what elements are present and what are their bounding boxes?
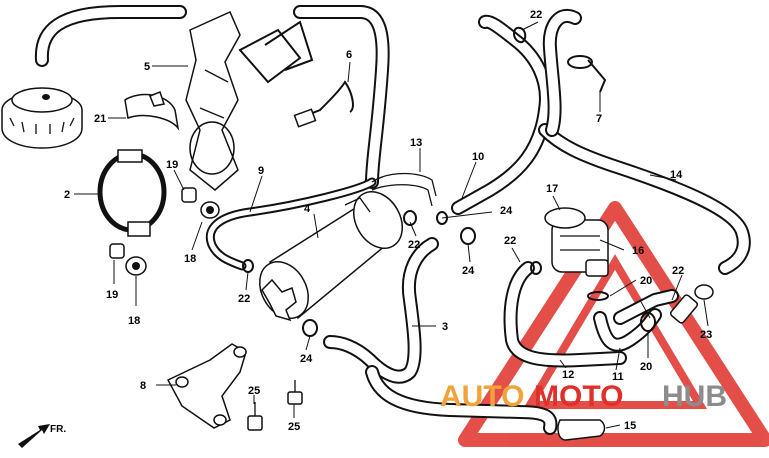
watermark-text: AUTO MOTO HUB	[440, 380, 727, 413]
fuel-filler-cap	[1, 87, 83, 149]
label-part-17: 17	[546, 183, 558, 195]
label-part-20-b: 20	[640, 361, 652, 373]
label-part-8: 8	[140, 380, 146, 392]
part-labels: 5 21 2 19 18 19 18 9 4 6 13 10 24 22 24 …	[64, 9, 712, 433]
hose-11	[593, 289, 679, 352]
hose-14	[538, 9, 751, 275]
clip-15	[557, 419, 606, 441]
label-part-14: 14	[670, 169, 683, 181]
label-part-22-d: 22	[672, 265, 684, 277]
label-part-24-b: 24	[462, 265, 475, 277]
bracket-5	[185, 11, 241, 191]
label-part-22-c: 22	[238, 293, 250, 305]
canister	[259, 191, 403, 322]
hose-upper-left	[34, 5, 187, 67]
label-part-25-a: 25	[248, 385, 260, 397]
label-part-12: 12	[562, 369, 574, 381]
hose-lower-long	[365, 365, 558, 435]
label-part-22-e: 22	[530, 9, 542, 21]
clip-20	[587, 291, 656, 332]
label-part-2: 2	[64, 189, 70, 201]
label-part-22-a: 22	[408, 239, 420, 251]
label-part-6: 6	[346, 49, 352, 61]
wire-loop-5	[238, 20, 314, 84]
label-part-18-top: 18	[184, 253, 196, 265]
label-part-11: 11	[612, 371, 624, 383]
label-part-24-c: 24	[300, 353, 313, 365]
label-part-19-bottom: 19	[106, 289, 118, 301]
hose-3	[323, 237, 439, 384]
label-part-7: 7	[596, 113, 602, 125]
label-part-25-b: 25	[288, 421, 300, 433]
label-part-20-a: 20	[640, 275, 652, 287]
grommet-18-bottom	[125, 256, 147, 276]
front-label: FR.	[50, 424, 66, 435]
clip-7	[567, 55, 607, 93]
hose-10	[451, 14, 553, 215]
grommet-19-bottom	[109, 243, 125, 259]
label-part-15: 15	[624, 420, 636, 432]
watermark-auto: AUTO	[440, 380, 524, 413]
front-direction-indicator: FR.	[18, 424, 66, 448]
label-part-24-a: 24	[500, 205, 513, 217]
hose-upper-center	[293, 5, 390, 189]
fitting-23	[669, 284, 714, 324]
hose-13	[371, 172, 437, 207]
watermark-moto: MOTO	[534, 380, 623, 413]
bolt-25-left	[247, 402, 263, 431]
label-part-16: 16	[632, 245, 644, 257]
grommet-18-top	[200, 201, 220, 219]
label-part-22-b: 22	[504, 235, 516, 247]
watermark-hub: HUB	[662, 380, 727, 413]
mounting-bracket	[166, 343, 247, 429]
label-part-21: 21	[94, 113, 106, 125]
front-arrow-icon	[18, 424, 50, 448]
label-part-4: 4	[304, 203, 311, 215]
grommet-19-top	[181, 187, 197, 203]
fitting-22-top	[513, 26, 527, 44]
label-part-23: 23	[700, 329, 712, 341]
label-part-3: 3	[442, 321, 448, 333]
bolt-25-right	[287, 380, 303, 405]
wire-clip-6	[293, 80, 354, 128]
label-part-19-top: 19	[166, 159, 178, 171]
control-valve	[544, 207, 609, 277]
label-part-5: 5	[144, 61, 150, 73]
label-part-9: 9	[258, 165, 264, 177]
label-part-18-bottom: 18	[128, 315, 140, 327]
label-part-10: 10	[472, 151, 484, 163]
hose-9-thin	[205, 177, 377, 271]
leader-lines	[74, 21, 709, 429]
band-clamp	[124, 91, 180, 131]
hose-12	[503, 261, 627, 368]
label-part-13: 13	[410, 137, 422, 149]
clamp-band	[97, 149, 167, 237]
watermark-logo	[458, 201, 769, 447]
